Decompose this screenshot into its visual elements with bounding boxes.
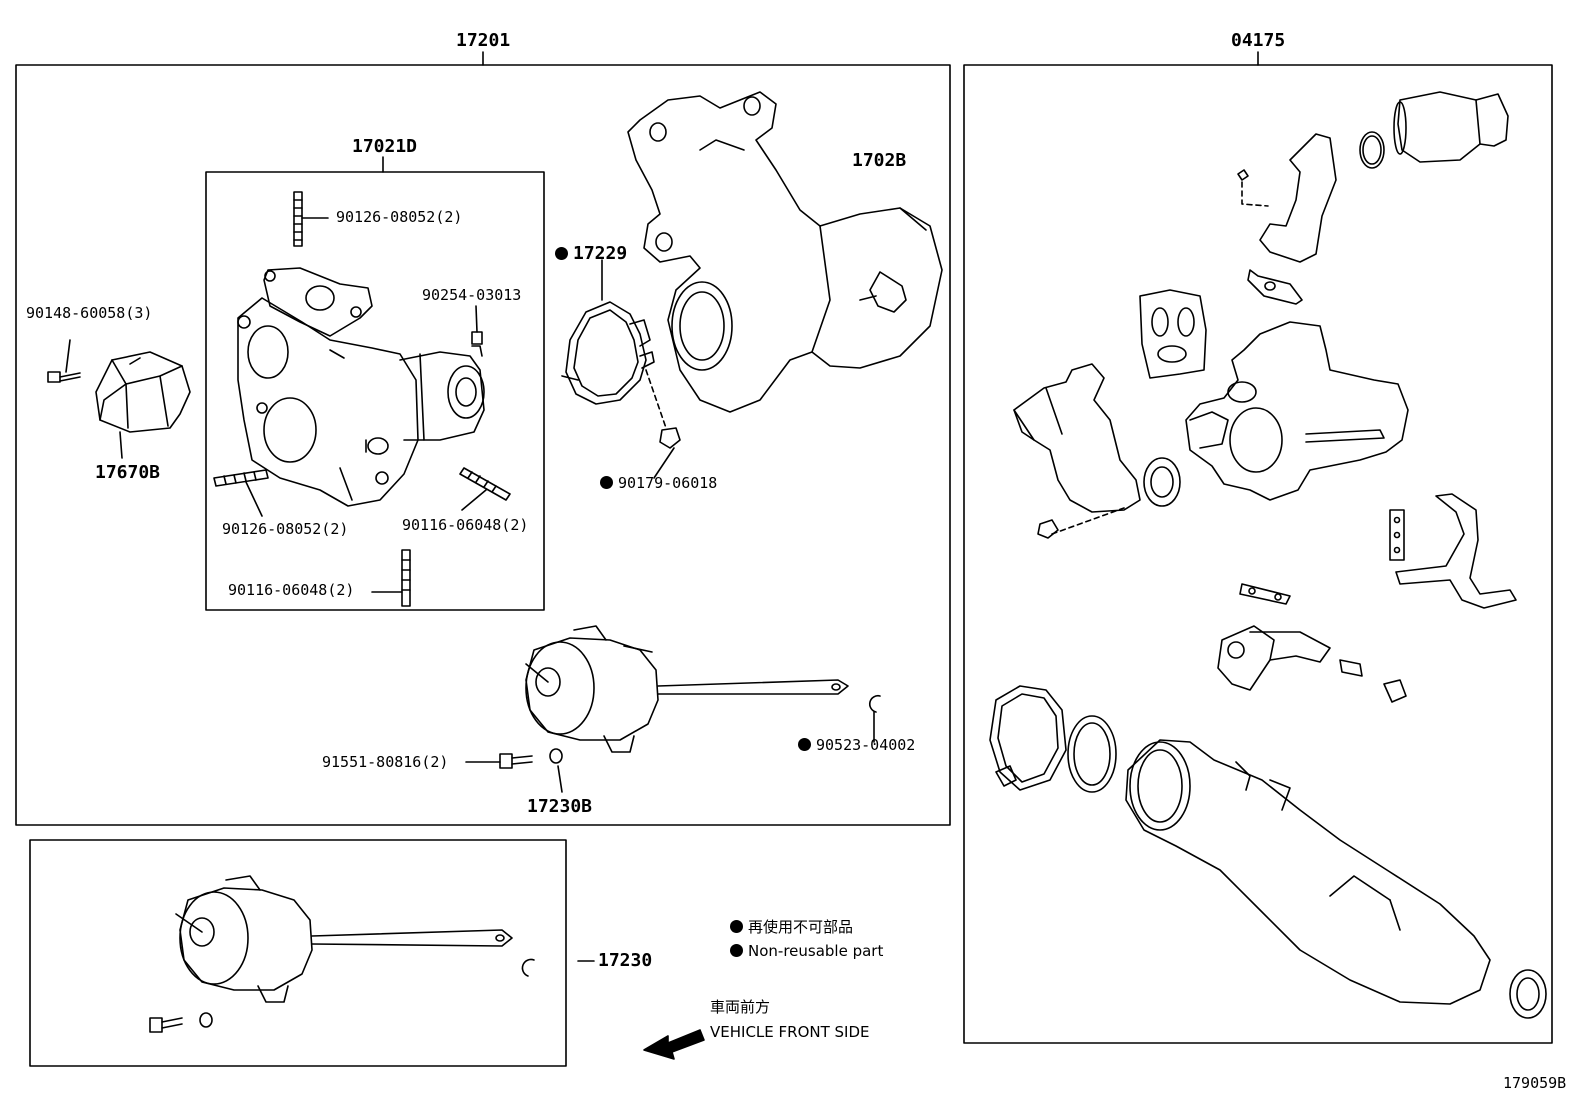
label-91551: 91551-80816(2) <box>322 753 449 771</box>
label-17229: 17229 <box>555 243 627 265</box>
legend-dot-jp <box>730 920 743 933</box>
legend-jp-text: 再使用不可部品 <box>748 918 854 936</box>
bolt-17230 <box>149 1017 183 1033</box>
stud-90116-bottom <box>401 549 411 607</box>
label-90116-right: 90116-06048(2) <box>402 516 529 534</box>
label-17230: 17230 <box>598 950 653 971</box>
label-17201: 17201 <box>456 30 511 51</box>
label-90126-bottom: 90126-08052(2) <box>222 520 349 538</box>
heat-insulator-17670B <box>95 351 191 433</box>
stud-90126-bottom <box>213 469 269 487</box>
actuator-in-17201 <box>525 625 849 753</box>
label-90179: 90179-06018 <box>600 474 717 492</box>
label-17230B: 17230B <box>527 796 593 817</box>
assembly-17201-frame <box>15 64 951 826</box>
direction-en: VEHICLE FRONT SIDE <box>710 1023 870 1041</box>
label-90116-bottom: 90116-06048(2) <box>228 581 355 599</box>
assembly-04175-frame <box>963 64 1553 1044</box>
label-90523: 90523-04002 <box>798 736 915 754</box>
label-90523-text: 90523-04002 <box>816 736 916 754</box>
stud-90116-right <box>459 467 511 501</box>
legend-en-text: Non-reusable part <box>748 942 884 960</box>
clip-90523 <box>868 694 881 713</box>
washer-17230B <box>549 748 563 764</box>
non-reusable-dot-90523 <box>798 738 811 751</box>
label-17670B: 17670B <box>95 462 161 483</box>
label-90148: 90148-60058(3) <box>26 304 153 322</box>
label-1702B: 1702B <box>852 150 907 171</box>
legend-jp: 再使用不可部品 <box>730 918 853 936</box>
non-reusable-dot-17229 <box>555 247 568 260</box>
actuator-17230 <box>175 875 513 1003</box>
washer-17230 <box>199 1012 213 1028</box>
pin-90254 <box>471 331 483 345</box>
gasket-kit-04175 <box>989 91 1547 1019</box>
clip-17230 <box>521 958 535 977</box>
label-90254: 90254-03013 <box>422 286 522 304</box>
sub-17021D-frame <box>205 171 545 611</box>
front-direction-arrow <box>643 1029 705 1060</box>
turbine-outlet-elbow-1702B <box>627 91 943 413</box>
nut-90179 <box>659 427 681 449</box>
bolt-90148 <box>47 371 81 383</box>
stud-90126-top <box>293 191 303 247</box>
turbine-housing-17021D <box>237 267 485 507</box>
non-reusable-dot-90179 <box>600 476 613 489</box>
bolt-91551 <box>499 753 533 769</box>
label-17229-text: 17229 <box>573 243 628 264</box>
clamp-17229 <box>561 301 655 405</box>
label-90126-top: 90126-08052(2) <box>336 208 463 226</box>
legend-dot-en <box>730 944 743 957</box>
assembly-17230-frame <box>29 839 567 1067</box>
direction-jp: 車両前方 <box>710 998 771 1016</box>
label-90179-text: 90179-06018 <box>618 474 718 492</box>
label-04175: 04175 <box>1231 30 1286 51</box>
legend-en: Non-reusable part <box>730 942 883 960</box>
diagram-id: 179059B <box>1503 1074 1567 1092</box>
label-17021D: 17021D <box>352 136 418 157</box>
